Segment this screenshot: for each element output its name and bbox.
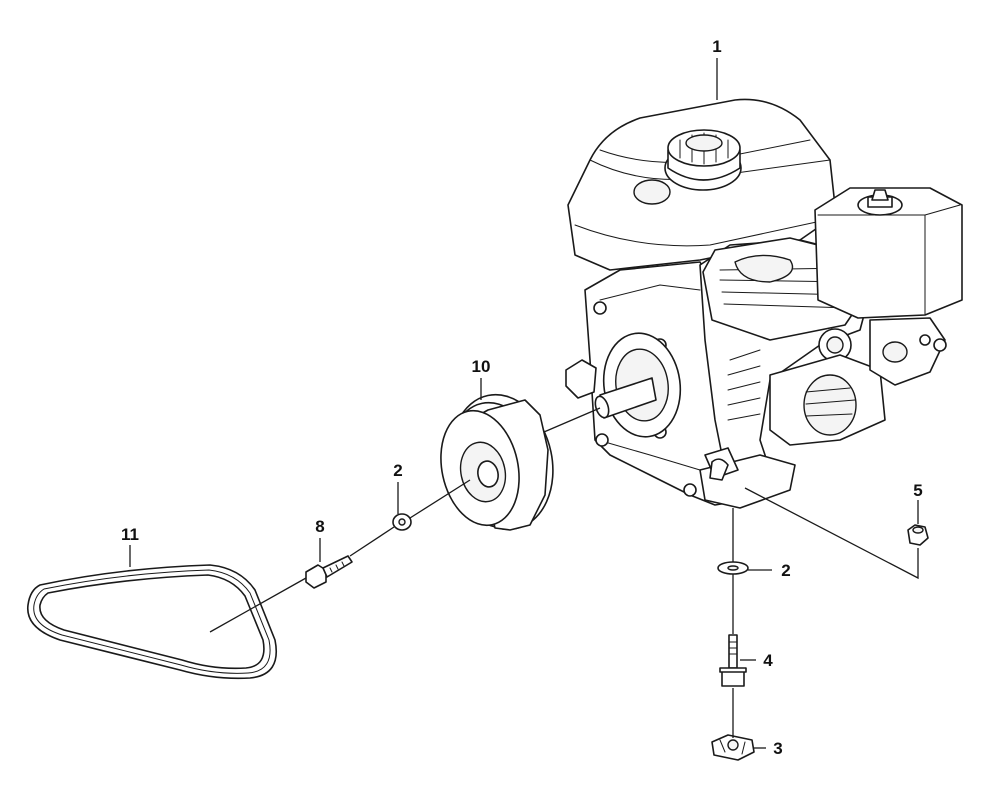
mount-clip xyxy=(711,734,755,761)
carburetor xyxy=(869,317,947,386)
pulley-bolt xyxy=(305,555,353,589)
callout-washer-mount: 2 xyxy=(781,561,790,580)
engine-mount-foot xyxy=(699,447,796,509)
v-belt xyxy=(27,564,277,680)
callout-belt: 11 xyxy=(121,525,139,544)
callout-labels: 1 10 2 8 11 5 2 4 3 xyxy=(121,37,923,758)
engine-assembly xyxy=(565,98,963,509)
crankshaft xyxy=(565,332,682,438)
pulley-washer xyxy=(392,513,412,531)
v-belt-pulley xyxy=(440,393,554,531)
mount-washer xyxy=(717,561,749,575)
mount-bolt xyxy=(719,634,747,687)
callout-leaders xyxy=(129,58,919,749)
callout-clip: 3 xyxy=(773,739,782,758)
flywheel-cover xyxy=(769,354,886,446)
callout-bolt-pulley: 8 xyxy=(315,517,324,536)
assembly-lines xyxy=(209,407,919,738)
callout-nut: 5 xyxy=(913,481,922,500)
callout-bolt-mount: 4 xyxy=(763,651,773,670)
hex-nut xyxy=(907,524,929,546)
callout-engine: 1 xyxy=(712,37,721,56)
air-filter xyxy=(814,187,963,319)
callout-pulley: 10 xyxy=(472,357,491,376)
callout-washer-pulley: 2 xyxy=(393,461,402,480)
fuel-cap xyxy=(664,129,742,191)
